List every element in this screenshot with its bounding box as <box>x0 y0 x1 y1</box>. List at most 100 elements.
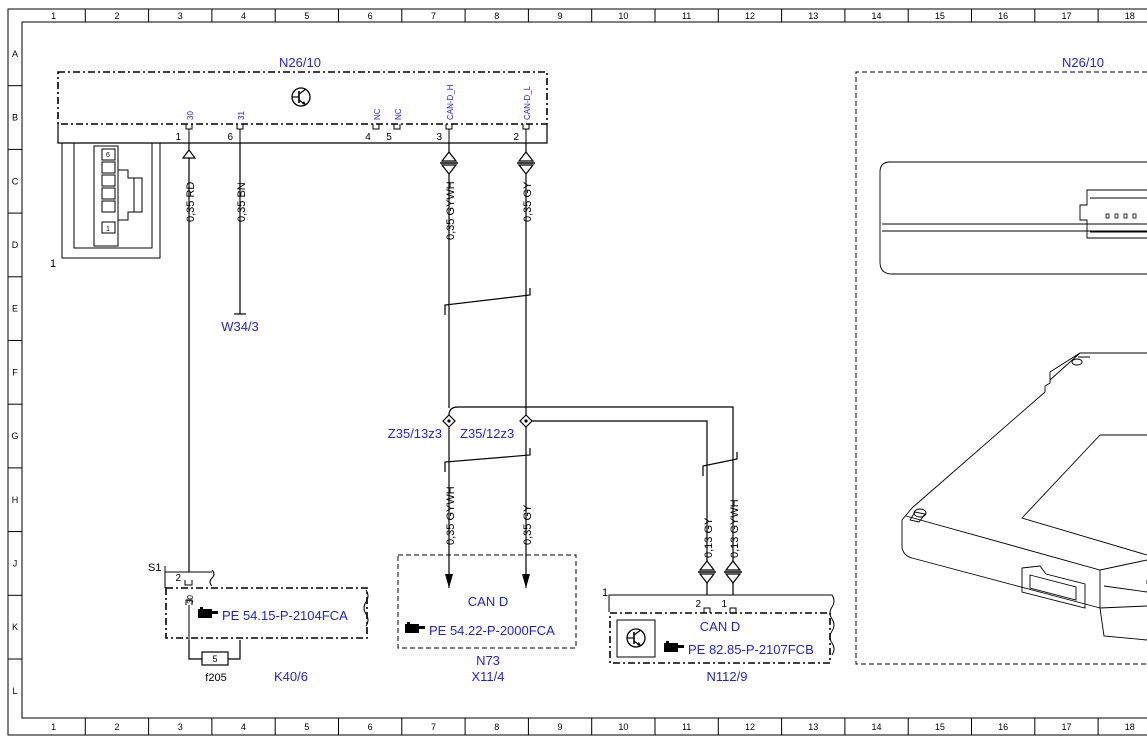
connector-pin-6: 6 <box>106 152 110 159</box>
pin-label-30: 30 <box>186 111 195 120</box>
column-label-bottom: 3 <box>178 722 183 732</box>
n26-title: N26/10 <box>279 55 321 70</box>
twisted-pair-top <box>444 288 531 315</box>
transistor-symbol-icon <box>626 628 646 648</box>
branch-gy-n112 <box>532 420 708 561</box>
n26-module-box <box>57 71 548 125</box>
n112-terminal-2 <box>703 607 711 613</box>
pointing-hand-icon <box>405 622 425 633</box>
n73-label: N73 <box>476 653 500 668</box>
pin-number-5: 5 <box>386 132 392 143</box>
s1-label: S1 <box>148 562 161 574</box>
column-label-bottom: 14 <box>872 722 882 732</box>
row-label: J <box>13 558 18 568</box>
connector-label: 1 <box>50 258 56 270</box>
n112-symbol-frame <box>616 619 656 658</box>
n112-connector-gywh <box>724 560 742 595</box>
pin-label-nc-4: NC <box>373 108 382 120</box>
k40-box <box>165 587 368 639</box>
n112-box <box>609 612 831 664</box>
row-label: F <box>12 367 18 377</box>
column-label-top: 1 <box>51 11 56 21</box>
k40-break-mark <box>363 589 369 627</box>
wire-rd <box>181 143 197 572</box>
n112-break-mark <box>829 594 835 656</box>
column-label-top: 3 <box>178 11 183 21</box>
k40-ref-link[interactable]: PE 54.15-P-2104FCA <box>222 608 348 623</box>
column-label-bottom: 15 <box>935 722 945 732</box>
fuse-f205 <box>201 651 229 666</box>
splice-z35-13 <box>442 414 456 428</box>
can-h-connector <box>440 143 458 305</box>
row-label: C <box>12 176 19 186</box>
module-iso-view <box>901 352 1147 641</box>
column-label-top: 5 <box>304 11 309 21</box>
n112-bus-number: 1 <box>602 587 608 599</box>
column-label-bottom: 13 <box>808 722 818 732</box>
pin-label-nc-5: NC <box>394 108 403 120</box>
frame <box>7 8 1147 736</box>
column-label-top: 6 <box>368 11 373 21</box>
n112-bus-line <box>608 594 832 612</box>
can-l-connector <box>517 143 535 296</box>
row-label: E <box>12 304 18 314</box>
column-label-bottom: 18 <box>1125 722 1135 732</box>
column-label-top: 16 <box>998 11 1008 21</box>
column-label-top: 9 <box>558 11 563 21</box>
pin-number-6: 6 <box>227 132 233 143</box>
arrow-gy-n73 <box>522 574 530 588</box>
n73-can-label: CAN D <box>468 594 508 609</box>
n112-label: N112/9 <box>707 669 748 684</box>
column-label-bottom: 7 <box>431 722 436 732</box>
row-label: K <box>12 622 18 632</box>
wire-label-rd: 0,35 RD <box>185 182 197 222</box>
k40-pin-30: 30 <box>186 595 195 604</box>
fuse-wiring <box>188 640 241 660</box>
twisted-pair-mid <box>444 448 531 472</box>
column-label-bottom: 6 <box>368 722 373 732</box>
module-side-view <box>879 161 1147 275</box>
n26-body-line <box>57 124 548 144</box>
s1-bracket <box>164 566 212 588</box>
wire-label-013-gy: 0,13 GY <box>703 517 715 558</box>
column-label-top: 14 <box>872 11 882 21</box>
pin-terminals <box>185 124 530 143</box>
row-label: B <box>12 113 18 123</box>
pointing-hand-icon <box>198 607 218 618</box>
n112-can-label: CAN D <box>700 619 740 634</box>
wire-label-013-gywh: 0,13 GYWH <box>729 499 741 558</box>
column-label-top: 13 <box>808 11 818 21</box>
pin-label-can-l: CAN-D_L <box>523 85 532 120</box>
k40-pin-terminal-30 <box>185 599 193 640</box>
column-label-bottom: 12 <box>745 722 755 732</box>
k40-pin-2: 2 <box>175 573 181 584</box>
pointing-hand-icon <box>664 641 684 652</box>
row-label: L <box>12 686 17 696</box>
z35-12z3-label: Z35/12z3 <box>460 426 514 441</box>
k40-pin-terminal-2 <box>184 580 193 586</box>
splice-z35-12 <box>519 414 533 428</box>
column-label-bottom: 5 <box>304 722 309 732</box>
n73-box <box>397 554 577 649</box>
n112-ref-link[interactable]: PE 82.85-P-2107FCB <box>688 642 814 657</box>
column-label-top: 10 <box>618 11 628 21</box>
wire-bn <box>234 143 246 315</box>
column-label-bottom: 4 <box>241 722 246 732</box>
column-label-bottom: 2 <box>114 722 119 732</box>
arrow-gywh-n73 <box>445 574 453 588</box>
w34-ground-label: W34/3 <box>221 319 259 334</box>
n112-terminal-1 <box>729 607 737 613</box>
column-label-bottom: 1 <box>51 722 56 732</box>
pin-number-3: 3 <box>436 132 442 143</box>
n112-pin-2: 2 <box>695 599 701 610</box>
n26-illustration-frame <box>855 71 1147 665</box>
n73-ref-link[interactable]: PE 54.22-P-2000FCA <box>429 623 555 638</box>
wire-label-gywh-bottom: 0,35 GYWH <box>445 486 457 545</box>
column-label-top: 15 <box>935 11 945 21</box>
k40-label: K40/6 <box>274 669 308 684</box>
column-label-top: 17 <box>1061 11 1071 21</box>
